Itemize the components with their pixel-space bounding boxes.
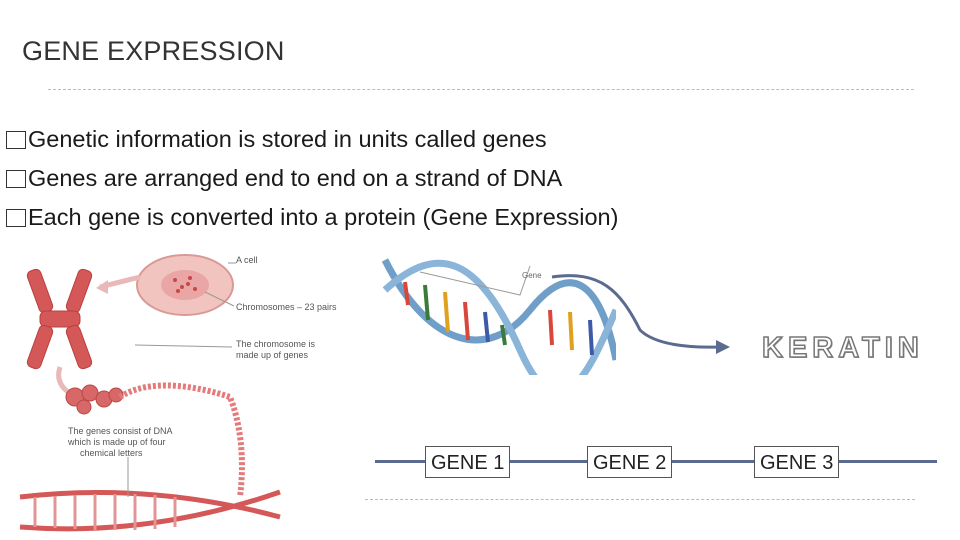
- slide-title: GENE EXPRESSION: [22, 36, 285, 66]
- bullet-box-icon: [6, 170, 26, 188]
- chromosome-shape: [26, 268, 93, 370]
- bullet-item: Genetic information is stored in units c…: [6, 120, 618, 159]
- bottom-divider: [365, 499, 915, 500]
- title-divider: [48, 89, 914, 90]
- gene-box-2: GENE 2: [587, 446, 673, 478]
- bullet-text: Genes are arranged end to end on a stran…: [28, 165, 563, 191]
- gene-cluster-shape: [65, 384, 124, 415]
- dna-helix-illustration: Gene: [380, 250, 616, 375]
- bullet-text: Genetic information is stored in units c…: [28, 126, 547, 152]
- bullet-item: Each gene is converted into a protein (G…: [6, 198, 618, 237]
- protein-label: KERATIN: [761, 331, 924, 365]
- gene-box-3: GENE 3: [754, 446, 840, 478]
- bullet-text: Each gene is converted into a protein (G…: [28, 204, 619, 230]
- coiled-strand-shape: [118, 382, 245, 498]
- label-dna: which is made up of four: [67, 437, 166, 447]
- label-dna: The genes consist of DNA: [68, 426, 173, 436]
- cell-chromosome-illustration: A cell Chromosomes – 23 pairs The chromo…: [19, 254, 337, 532]
- label-chromosome-genes: The chromosome is: [236, 339, 316, 349]
- bullet-item: Genes are arranged end to end on a stran…: [6, 159, 618, 198]
- gene-label: Gene: [522, 271, 542, 280]
- gene-box-1: GENE 1: [425, 446, 511, 478]
- dna-ladder-shape: [19, 489, 281, 532]
- label-chromosome-genes: made up of genes: [236, 350, 309, 360]
- bullet-box-icon: [6, 131, 26, 149]
- label-dna: chemical letters: [80, 448, 143, 458]
- bullet-box-icon: [6, 209, 26, 227]
- label-chromosomes: Chromosomes – 23 pairs: [236, 302, 337, 312]
- bullet-list: Genetic information is stored in units c…: [6, 120, 618, 237]
- label-cell: A cell: [236, 255, 258, 265]
